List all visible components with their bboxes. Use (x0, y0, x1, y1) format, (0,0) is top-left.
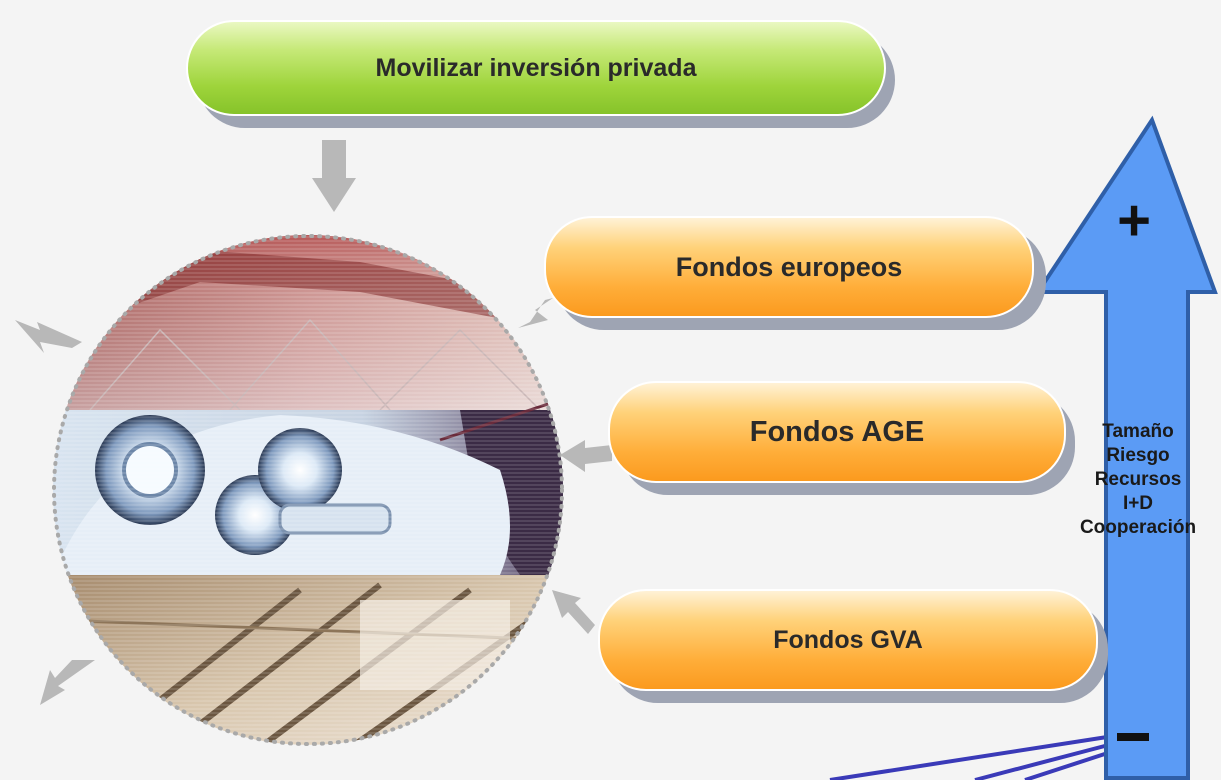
factor-id: I+D (1122, 493, 1154, 514)
arrow-from-gva-icon (552, 590, 595, 634)
factor-recursos: Recursos (1094, 469, 1182, 490)
connector-arrows (15, 140, 612, 705)
fund-box-age: Fondos AGE (608, 381, 1066, 483)
fund-box-gva: Fondos GVA (598, 589, 1098, 691)
minus-sign-bar (1117, 733, 1149, 741)
factor-cooperacion: Cooperación (1079, 517, 1197, 538)
arrow-left-bottom-icon (40, 660, 95, 705)
photo-collage (53, 235, 563, 745)
top-box: Movilizar inversión privada (186, 20, 886, 116)
arrow-left-top-icon (15, 320, 82, 353)
down-arrow-icon (312, 140, 356, 212)
dotted-ring (52, 234, 564, 746)
arrow-from-europe-icon (518, 298, 553, 328)
top-box-label: Movilizar inversión privada (375, 53, 697, 82)
arrow-from-age-icon (560, 440, 612, 472)
factor-riesgo: Riesgo (1106, 445, 1170, 466)
fund-label-gva: Fondos GVA (773, 625, 923, 654)
connector-lines (829, 733, 1121, 780)
plus-sign: + (1117, 188, 1151, 253)
fund-label-age: Fondos AGE (749, 415, 925, 448)
fund-box-europeos: Fondos europeos (544, 216, 1034, 318)
factor-tamano: Tamaño (1102, 421, 1174, 442)
scale-factors: Tamaño Riesgo Recursos I+D Cooperación (1055, 420, 1221, 540)
scale-arrow (1034, 115, 1218, 780)
fund-label-europeos: Fondos europeos (675, 251, 903, 282)
